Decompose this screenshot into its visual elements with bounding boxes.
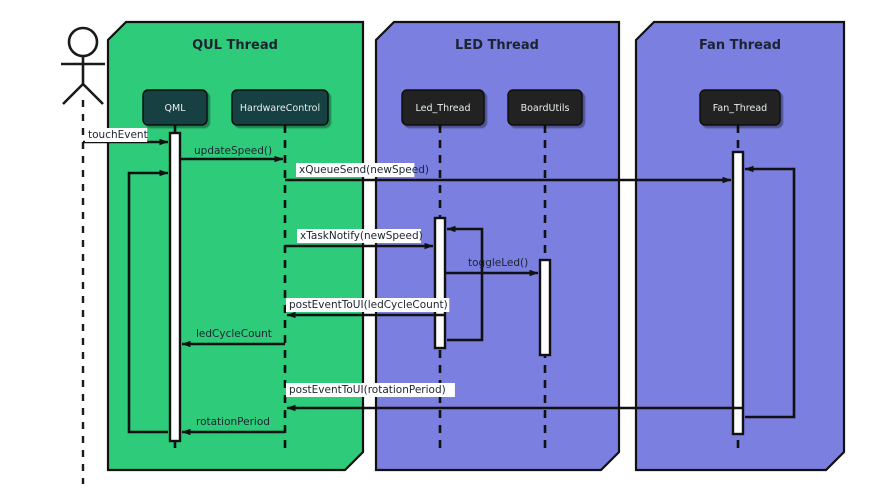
activation-bar-boardutils [538, 258, 552, 357]
message-m2: updateSpeed() [180, 145, 284, 163]
message-m4: xTaskNotify(newSpeed) [285, 229, 434, 250]
participant-hardwarecontrol[interactable]: HardwareControl [231, 89, 329, 126]
actor-stick-figure-icon [61, 26, 105, 484]
message-m8: postEventToUI(rotationPeriod) [286, 383, 742, 412]
message-label-m9: rotationPeriod [196, 416, 270, 428]
participant-label-hardwarecontrol: HardwareControl [240, 103, 320, 114]
participant-boardutils[interactable]: BoardUtils [507, 89, 583, 126]
actor-layer [61, 26, 105, 484]
self-loops-layer [127, 165, 796, 434]
message-m5: toggleLed() [445, 257, 539, 277]
activation-bar-qml [168, 131, 182, 443]
self-loop-qml [127, 169, 169, 434]
message-m1: touchEvent [83, 128, 169, 146]
participant-qml[interactable]: QML [142, 89, 208, 126]
participant-label-fan_thread: Fan_Thread [713, 103, 767, 114]
participant-label-qml: QML [165, 103, 187, 114]
thread-title-fan: Fan Thread [699, 38, 781, 53]
message-label-m6: postEventToUI(ledCycleCount) [289, 299, 448, 311]
thread-group-body-led [374, 20, 621, 472]
self-loop-led_thread [446, 225, 484, 342]
thread-title-led: LED Thread [455, 38, 539, 53]
participant-label-boardutils: BoardUtils [521, 103, 570, 114]
message-m7: ledCycleCount [181, 328, 285, 348]
message-m9: rotationPeriod [181, 416, 285, 436]
message-label-m8: postEventToUI(rotationPeriod) [289, 384, 446, 396]
message-label-m7: ledCycleCount [196, 328, 272, 340]
message-m6: postEventToUI(ledCycleCount) [286, 298, 450, 319]
participant-boxes: QML HardwareControl Led_Thread BoardUtils Fa… [142, 89, 781, 126]
thread-title-qul: QUL Thread [192, 38, 278, 53]
self-loop-fan_thread [744, 165, 796, 419]
activation-bars [168, 131, 745, 443]
thread-group-led: LED Thread [374, 20, 621, 472]
message-label-m4: xTaskNotify(newSpeed) [300, 230, 423, 242]
activation-bar-led_thread [433, 216, 447, 350]
message-label-m3: xQueueSend(newSpeed) [299, 164, 429, 176]
message-label-m5: toggleLed() [468, 257, 528, 269]
participant-fan_thread[interactable]: Fan_Thread [699, 89, 781, 126]
participant-label-led_thread: Led_Thread [416, 103, 471, 114]
activation-bar-fan_thread [731, 150, 745, 436]
messages-layer: touchEvent updateSpeed() xQueueSend(newSpe… [83, 128, 742, 436]
message-label-m2: updateSpeed() [194, 145, 272, 157]
message-label-m1: touchEvent [88, 129, 148, 141]
message-m3: xQueueSend(newSpeed) [285, 163, 732, 184]
participant-led_thread[interactable]: Led_Thread [401, 89, 485, 126]
